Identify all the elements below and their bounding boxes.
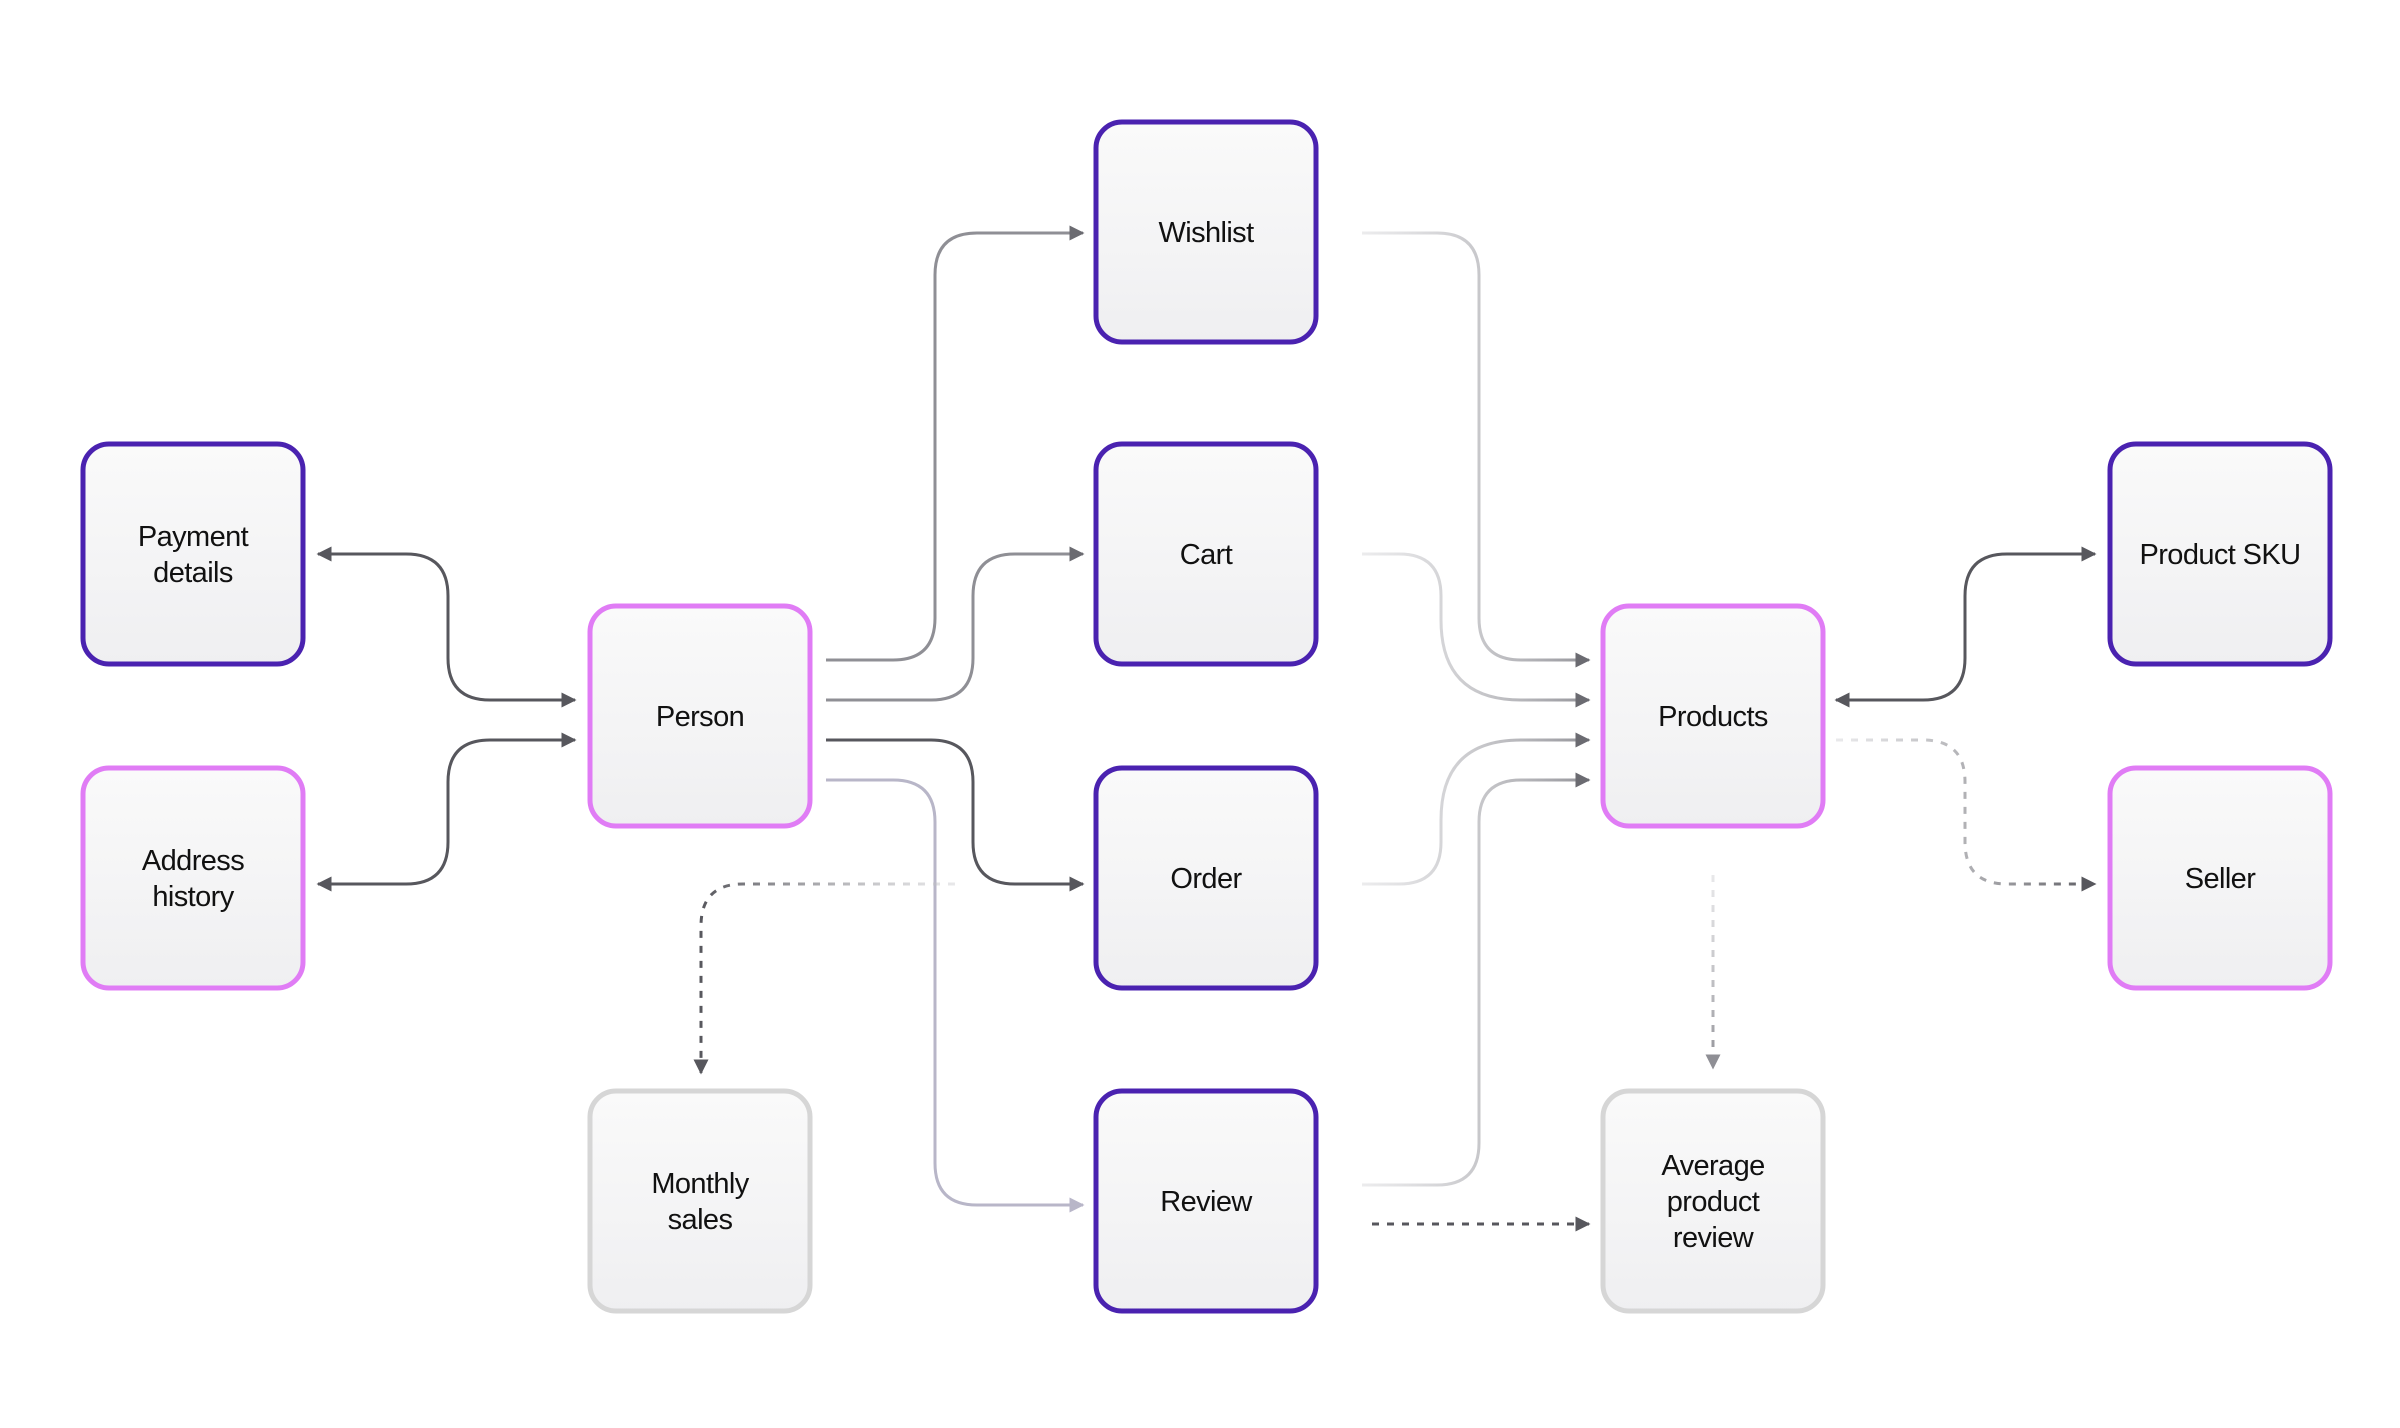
node-label-line: Person	[656, 701, 744, 733]
node-label: Monthly sales	[651, 1168, 749, 1236]
node-box	[1093, 441, 1319, 667]
node-box	[80, 441, 306, 667]
node-label: Payment details	[138, 521, 249, 589]
node-seller[interactable]: Seller	[2107, 765, 2333, 991]
node-label: Order	[1170, 863, 1242, 895]
node-monthly-sales[interactable]: Monthly sales	[587, 1088, 813, 1314]
node-label: Products	[1658, 701, 1768, 733]
node-label: Product SKU	[2139, 539, 2300, 571]
edge-order-monthly-sales	[693, 882, 955, 1075]
node-box	[1093, 119, 1319, 345]
node-label: Seller	[2185, 863, 2256, 895]
edge-products-product-sku	[1834, 546, 2097, 708]
node-box	[1600, 603, 1826, 829]
node-label-line: details	[153, 557, 233, 589]
edge-order-products	[1362, 732, 1591, 886]
node-label: Average product review	[1661, 1150, 1764, 1254]
node-label-line: Address	[142, 845, 244, 877]
node-cart[interactable]: Cart	[1093, 441, 1319, 667]
node-label-line: Review	[1160, 1186, 1253, 1218]
node-label-line: Order	[1170, 863, 1242, 895]
node-label-line: Products	[1658, 701, 1768, 733]
edge-products-seller	[1836, 738, 2097, 892]
node-label-line: Wishlist	[1158, 217, 1254, 249]
node-label: Cart	[1180, 539, 1233, 571]
node-label-line: Payment	[138, 521, 249, 553]
node-box	[1093, 765, 1319, 991]
node-label-line: review	[1673, 1222, 1755, 1254]
node-address-history[interactable]: Address history	[80, 765, 306, 991]
node-label-line: Seller	[2185, 863, 2256, 895]
node-box	[2107, 441, 2333, 667]
edge-person-cart	[826, 546, 1085, 702]
node-label-line: Product SKU	[2139, 539, 2300, 571]
edge-person-wishlist	[826, 225, 1085, 662]
edge-person-review	[826, 778, 1085, 1213]
node-label-line: Average	[1661, 1150, 1764, 1182]
node-label-line: product	[1667, 1186, 1760, 1218]
node-person[interactable]: Person	[587, 603, 813, 829]
node-products[interactable]: Products	[1600, 603, 1826, 829]
node-label: Address history	[142, 845, 244, 913]
node-label: Person	[656, 701, 744, 733]
edge-person-order	[826, 738, 1085, 892]
edges-layer	[316, 225, 2097, 1232]
node-review[interactable]: Review	[1093, 1088, 1319, 1314]
node-label-line: Monthly	[651, 1168, 749, 1200]
node-payment-details[interactable]: Payment details	[80, 441, 306, 667]
node-box	[2107, 765, 2333, 991]
node-label-line: history	[152, 881, 234, 913]
edge-person-address-history	[316, 732, 577, 892]
node-average-product-review[interactable]: Average product review	[1600, 1088, 1826, 1314]
node-box	[587, 603, 813, 829]
node-box	[1600, 1088, 1826, 1314]
node-label-line: Cart	[1180, 539, 1233, 571]
edge-wishlist-products	[1362, 231, 1591, 668]
edge-cart-products	[1362, 552, 1591, 708]
node-label: Review	[1160, 1186, 1253, 1218]
edge-review-products	[1362, 772, 1591, 1187]
node-box	[80, 765, 306, 991]
node-order[interactable]: Order	[1093, 765, 1319, 991]
node-label-line: sales	[668, 1204, 733, 1236]
node-product-sku[interactable]: Product SKU	[2107, 441, 2333, 667]
node-wishlist[interactable]: Wishlist	[1093, 119, 1319, 345]
edge-person-payment-details	[316, 546, 577, 708]
node-label: Wishlist	[1158, 217, 1254, 249]
node-box	[587, 1088, 813, 1314]
node-box	[1093, 1088, 1319, 1314]
